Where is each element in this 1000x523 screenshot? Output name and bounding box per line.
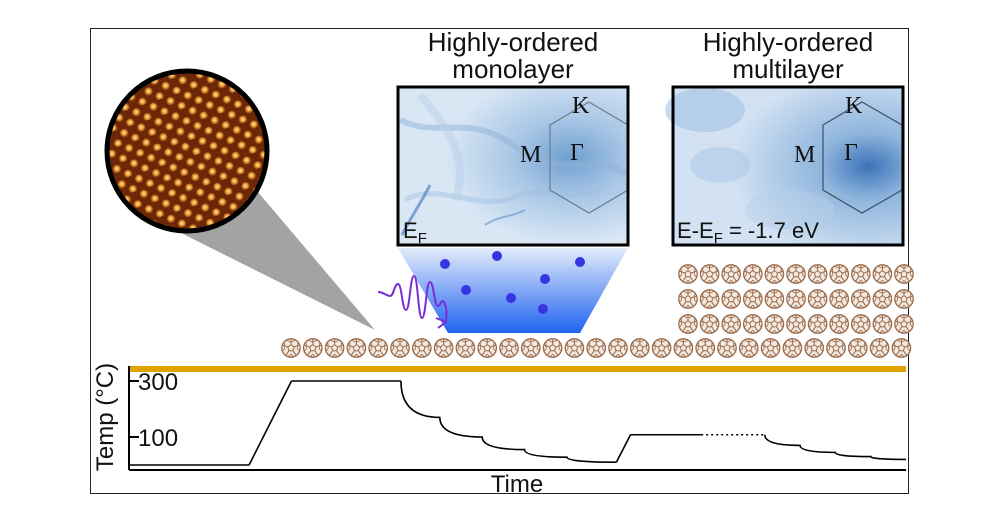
c60-molecule [782, 338, 803, 358]
c60-molecule [699, 264, 720, 284]
c60-molecule [699, 314, 720, 334]
c60-molecule [721, 264, 742, 284]
c60-molecule [850, 314, 871, 334]
c60-molecule [829, 264, 850, 284]
y-tick-label: 300 [138, 369, 178, 396]
c60-molecule [678, 314, 698, 334]
temperature-trace [615, 434, 632, 463]
c60-molecule [872, 264, 893, 284]
c60-molecule [850, 264, 871, 284]
binding-energy-label: E-EF = -1.7 eV [677, 218, 819, 247]
c60-molecule [764, 314, 785, 334]
c60-molecule [390, 338, 410, 358]
fermi-energy-label: EF [403, 218, 427, 247]
c60-molecule [455, 338, 476, 358]
c60-molecule [721, 314, 742, 334]
monolayer-title-line2: monolayer [452, 54, 574, 84]
x-axis-label: Time [491, 471, 543, 498]
c60-molecule [586, 338, 607, 358]
photoemission-cone [398, 248, 628, 333]
c60-molecule [807, 314, 828, 334]
c60-molecule [721, 289, 742, 309]
label-m: M [520, 142, 541, 168]
c60-molecule [695, 338, 716, 358]
c60-molecule [678, 264, 698, 284]
c60-molecule [786, 264, 806, 284]
c60-molecule [764, 289, 785, 309]
c60-molecule [872, 314, 893, 334]
multilayer-title-line1: Highly-ordered [703, 27, 874, 57]
gold-substrate [129, 366, 906, 372]
c60-molecule [807, 264, 828, 284]
c60-molecule [829, 289, 850, 309]
c60-molecule [829, 314, 850, 334]
c60-molecule [850, 289, 871, 309]
photon-wave-packet [377, 274, 449, 329]
c60-molecule [673, 338, 694, 358]
c60-molecule [894, 289, 914, 309]
photoelectron-dots [440, 251, 585, 314]
c60-molecule [738, 338, 759, 358]
multilayer-title-line2: multilayer [732, 54, 844, 84]
c60-molecule [346, 338, 367, 358]
label-gamma-multilayer: Γ [844, 140, 858, 166]
c60-molecule [872, 289, 893, 309]
c60-molecule [608, 338, 628, 358]
c60-molecule [302, 338, 323, 358]
c60-molecule [786, 289, 806, 309]
c60-molecule [629, 338, 650, 358]
c60-molecule [894, 264, 914, 284]
c60-molecule [699, 289, 720, 309]
c60-molecule [760, 338, 781, 358]
monolayer-title-line1: Highly-ordered [428, 27, 599, 57]
y-axis-label: Temp (°C) [92, 363, 119, 471]
label-k: K [572, 93, 590, 119]
temperature-chart: Temp (°C) Time 100 300 [92, 363, 907, 498]
c60-molecule [847, 338, 868, 358]
c60-molecule [433, 338, 454, 358]
c60-molecule [678, 289, 698, 309]
c60-molecule [324, 338, 345, 358]
label-gamma: Γ [570, 140, 584, 166]
c60-molecule [807, 289, 828, 309]
c60-molecule [281, 338, 301, 358]
c60-molecule [520, 338, 541, 358]
c60-molecule [804, 338, 825, 358]
c60-molecule [786, 314, 806, 334]
c60-molecule [651, 338, 672, 358]
c60-molecule [717, 338, 737, 358]
c60-molecule [742, 314, 763, 334]
label-k-multilayer: K [845, 93, 863, 119]
c60-molecule [477, 338, 498, 358]
c60-molecule [411, 338, 432, 358]
arpes-multilayer-panel: K M Γ E-EF = -1.7 eV [665, 85, 905, 247]
c60-molecule [564, 338, 585, 358]
temperature-trace [248, 380, 293, 466]
arpes-monolayer-panel: K M Γ EF [396, 85, 630, 247]
c60-molecule [891, 338, 912, 358]
c60-molecule [742, 289, 763, 309]
c60-molecule [826, 338, 846, 358]
c60-molecule [499, 338, 519, 358]
label-m-multilayer: M [794, 142, 815, 168]
c60-molecule [764, 264, 785, 284]
temperature-trace [763, 434, 907, 461]
c60-molecule [894, 314, 914, 334]
y-tick-label: 100 [138, 425, 178, 452]
temperature-trace [400, 380, 617, 463]
c60-molecule [368, 338, 389, 358]
stm-image [104, 68, 270, 234]
c60-molecule [742, 264, 763, 284]
c60-molecule [869, 338, 890, 358]
c60-molecule [542, 338, 563, 358]
